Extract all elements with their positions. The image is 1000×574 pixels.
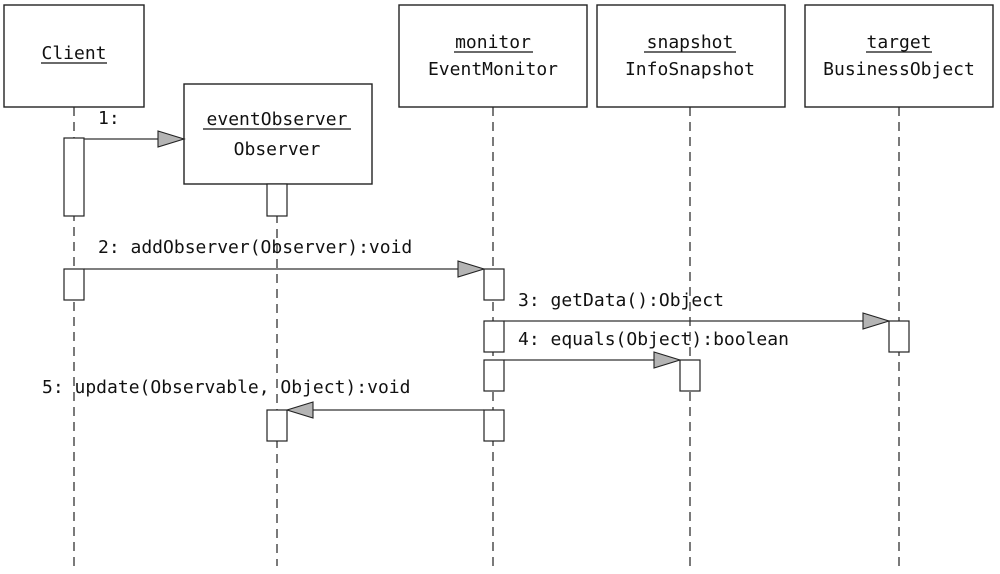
message-2-arrowhead (457, 260, 486, 278)
participant-client-name: Client (41, 43, 106, 64)
message-2: 2: addObserver(Observer):void (84, 237, 486, 278)
activation-client-1 (63, 137, 85, 217)
participant-target: target BusinessObject (804, 4, 994, 108)
message-1-arrowhead (157, 130, 186, 148)
message-5-label: 5: update(Observable, Object):void (42, 377, 410, 398)
participant-snapshot: snapshot InfoSnapshot (596, 4, 786, 108)
message-3-arrowhead (862, 312, 891, 330)
participant-monitor-type: EventMonitor (428, 59, 558, 80)
message-5: 5: update(Observable, Object):void (42, 377, 484, 419)
participant-snapshot-type: InfoSnapshot (625, 59, 755, 80)
message-3-label: 3: getData():Object (518, 290, 724, 311)
participant-event-observer: eventObserver Observer (183, 83, 373, 185)
message-4: 4: equals(Object):boolean (504, 329, 789, 369)
participant-target-type: BusinessObject (823, 59, 975, 80)
activation-snapshot-1 (679, 359, 701, 392)
participant-snapshot-name: snapshot (647, 32, 734, 53)
participant-monitor-name: monitor (455, 32, 531, 53)
activation-target-1 (888, 320, 910, 353)
activation-event-observer-2 (266, 409, 288, 442)
participant-event-observer-name: eventObserver (207, 109, 348, 130)
activation-monitor-1 (483, 268, 505, 301)
participant-target-name: target (866, 32, 931, 53)
participant-client: Client (3, 4, 145, 108)
message-5-arrowhead (285, 401, 314, 419)
activation-client-2 (63, 268, 85, 301)
message-2-label: 2: addObserver(Observer):void (98, 237, 412, 258)
message-4-label: 4: equals(Object):boolean (518, 329, 789, 350)
activation-monitor-2 (483, 320, 505, 353)
message-1: 1: (84, 108, 186, 148)
participant-monitor: monitor EventMonitor (398, 4, 588, 108)
participant-event-observer-type: Observer (234, 139, 321, 160)
message-4-arrowhead (653, 351, 682, 369)
activation-event-observer-1 (266, 183, 288, 217)
message-3: 3: getData():Object (504, 290, 891, 330)
activation-monitor-4 (483, 409, 505, 442)
message-1-label: 1: (98, 108, 120, 129)
activation-monitor-3 (483, 359, 505, 392)
